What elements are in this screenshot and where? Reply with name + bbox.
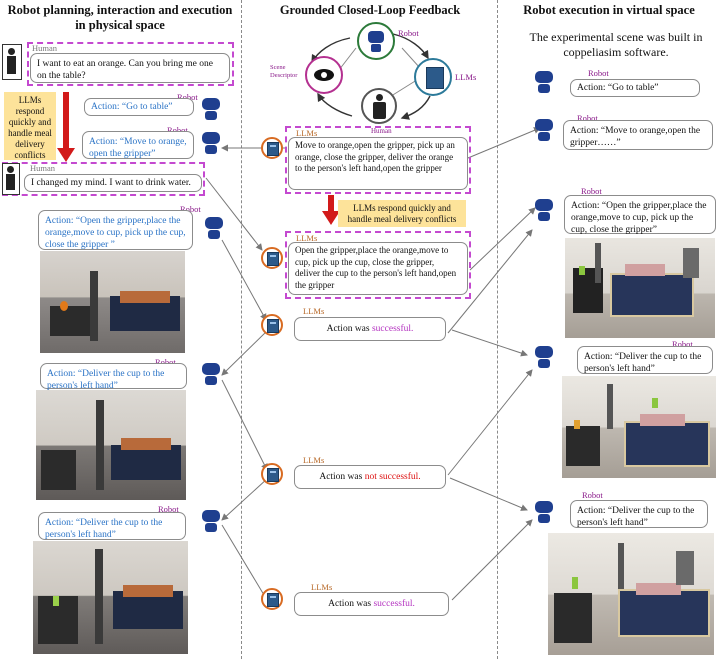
llm3-tag: LLMs [303,306,324,316]
person-icon [7,166,14,173]
robot2-action: Action: “Move to orange, open the grippe… [82,131,194,159]
robot5-icon [200,509,222,533]
llm4-pre: Action was [319,472,364,482]
human2-avatar [2,163,20,195]
llm4-text: Action was not successful. [294,465,446,489]
right-robot1-icon [533,70,555,94]
right-robot2-icon [533,118,555,142]
eye-pupil-shape [321,72,327,78]
right-robot2-action: Action: “Move to orange,open the gripper… [563,120,713,150]
loop-scene-node [305,56,343,94]
loop-robot-node [357,22,395,60]
robot2-icon [200,131,222,155]
loop-llms-label: LLMs [455,72,476,82]
llm5-pre: Action was [328,599,373,609]
robot1-action: Action: “Go to table” [84,98,194,116]
person-icon [8,48,15,55]
llm1-icon [261,137,283,159]
right-robot3-action: Action: “Open the gripper,place the oran… [564,195,716,234]
loop-llms-node [414,58,452,96]
robot5-action: Action: “Deliver the cup to the person's… [38,512,186,540]
robot3-icon [203,216,225,240]
virtual-scene-2 [562,376,716,478]
right-robot1-tag: Robot [588,68,609,78]
physical-photo-2 [36,390,186,500]
book-icon [426,67,444,89]
llm4-status: not successful. [365,472,421,482]
robot-body-shape [371,44,381,52]
llm3-status: successful. [372,324,413,334]
virtual-scene-3 [548,533,714,655]
robot4-action: Action: “Deliver the cup to the person's… [40,363,187,389]
human1-tag: Human [32,43,57,53]
robot1-icon [200,97,222,121]
right-robot5-icon [533,500,555,524]
human2-tag: Human [30,163,55,173]
right-robot3-icon [533,198,555,222]
llm3-text: Action was successful. [294,317,446,341]
physical-photo-1 [40,251,185,353]
llm4-tag: LLMs [303,455,324,465]
robot4-icon [200,362,222,386]
physical-photo-3 [33,541,188,654]
center-llm-note: LLMs respond quickly and handle meal del… [338,200,466,227]
llm3-icon [261,314,283,336]
llm5-status: successful. [373,599,414,609]
llm5-text: Action was successful. [294,592,449,616]
virtual-scene-1 [565,238,715,338]
loop-robot-label: Robot [398,28,419,38]
right-robot5-tag: Robot [582,490,603,500]
person-icon [373,102,386,119]
llm5-icon [261,588,283,610]
left-llm-note: LLMs respond quickly and handle meal del… [4,92,56,160]
human1-speech: I want to eat an orange. Can you bring m… [30,53,230,83]
llm2-text: Open the gripper,place the orange,move t… [288,242,468,295]
right-robot4-action: Action: “Deliver the cup to the person's… [577,346,713,374]
loop-scene-label: Scene Descriptor [270,64,304,80]
robot-icon [368,31,384,43]
right-robot4-icon [533,345,555,369]
person-icon-head [376,94,383,101]
llm4-icon [261,463,283,485]
right-intro: The experimental scene was built in copp… [515,30,717,60]
right-robot1-action: Action: “Go to table” [570,79,700,97]
right-robot5-action: Action: “Deliver the cup to the person's… [570,500,708,528]
loop-human-node [361,88,397,124]
human1-avatar [2,44,22,80]
llm1-text: Move to orange,open the gripper, pick up… [288,137,468,190]
human2-speech: I changed my mind. I want to drink water… [24,174,202,192]
llm2-icon [261,247,283,269]
robot3-action: Action: “Open the gripper,place the oran… [38,210,193,250]
llm5-tag: LLMs [311,582,332,592]
llm3-pre: Action was [327,324,372,334]
